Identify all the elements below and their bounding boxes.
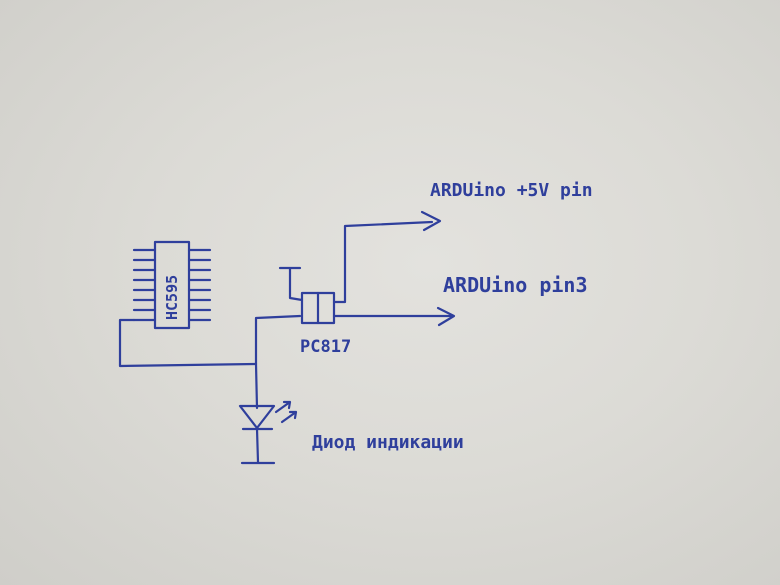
node-to-opto-wire	[254, 314, 302, 366]
opto-top-left-wire	[278, 266, 304, 302]
led-light-arrow-icon-2	[280, 410, 298, 424]
ic-to-node-wire	[118, 318, 258, 368]
hc595-body	[153, 240, 191, 330]
arrow-5v-icon	[420, 210, 442, 232]
arduino-pin3-label: ARDUino pin3	[443, 273, 588, 297]
arduino-5v-label: ARDUino +5V pin	[430, 180, 593, 201]
node-to-led-wire	[254, 362, 259, 410]
led-indicator	[238, 400, 298, 465]
pc817-label: PC817	[300, 337, 351, 357]
hc595-left-pins	[132, 248, 157, 322]
led-triangle	[238, 404, 276, 430]
hc595-chip: HC595	[132, 240, 212, 330]
led-light-arrow-icon	[274, 400, 292, 414]
led-label: Диод индикации	[312, 432, 464, 453]
hc595-right-pins	[187, 248, 212, 322]
pc817-optocoupler: PC817	[300, 291, 351, 357]
hc595-label: HC595	[163, 275, 181, 320]
arrow-pin3-icon	[436, 306, 456, 327]
opto-to-5v-wire	[332, 220, 434, 304]
wires	[118, 220, 454, 410]
